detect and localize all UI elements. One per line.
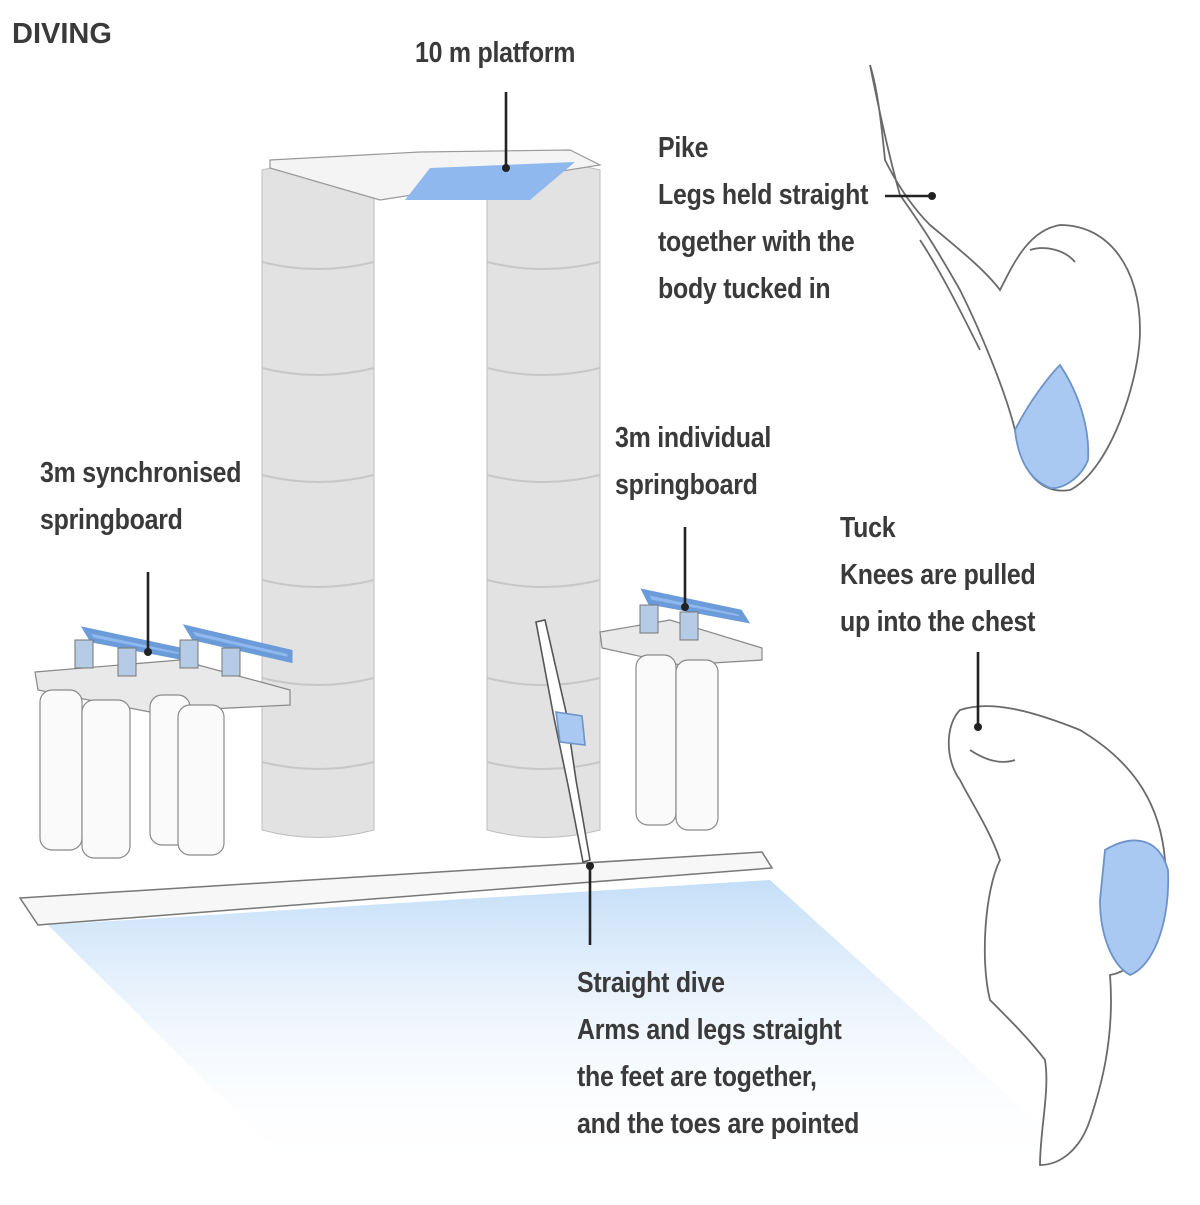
label-line: Arms and legs straight	[577, 1014, 842, 1046]
label-individual-springboard: 3m individual springboard	[615, 415, 771, 509]
leader-lines	[146, 92, 980, 945]
label-line: the feet are together,	[577, 1061, 817, 1093]
label-line: Tuck	[840, 512, 896, 544]
label-line: springboard	[40, 504, 183, 536]
label-line: springboard	[615, 469, 758, 501]
label-line: body tucked in	[658, 273, 831, 305]
label-line: Knees are pulled	[840, 559, 1036, 591]
left-tower	[261, 162, 375, 838]
synchro-springboard-stand	[34, 624, 293, 859]
diagram-title: DIVING	[12, 18, 112, 50]
label-line: 3m synchronised	[40, 457, 242, 489]
label-line: Pike	[658, 132, 709, 164]
label-line: Legs held straight	[658, 179, 869, 211]
pool-edge	[18, 851, 774, 926]
label-line: together with the	[658, 226, 855, 258]
label-platform: 10 m platform	[415, 30, 575, 77]
leader-dots	[144, 164, 982, 870]
label-synchro-springboard: 3m synchronised springboard	[40, 450, 242, 544]
label-line: and the toes are pointed	[577, 1108, 860, 1140]
diver-tuck-figure	[947, 705, 1170, 1166]
label-straight-dive: Straight dive Arms and legs straight the…	[577, 960, 859, 1148]
diver-pike-figure	[869, 64, 1141, 492]
label-line: Straight dive	[577, 967, 725, 999]
label-line: 3m individual	[615, 422, 772, 454]
platform-top	[405, 162, 575, 200]
pool-water	[48, 880, 1090, 1175]
label-pike: Pike Legs held straight together with th…	[658, 125, 868, 313]
label-platform-line: 10 m platform	[415, 37, 576, 69]
diver-straight-figure	[535, 619, 591, 864]
label-tuck: Tuck Knees are pulled up into the chest	[840, 505, 1036, 646]
individual-springboard-stand	[599, 588, 763, 831]
label-line: up into the chest	[840, 606, 1036, 638]
